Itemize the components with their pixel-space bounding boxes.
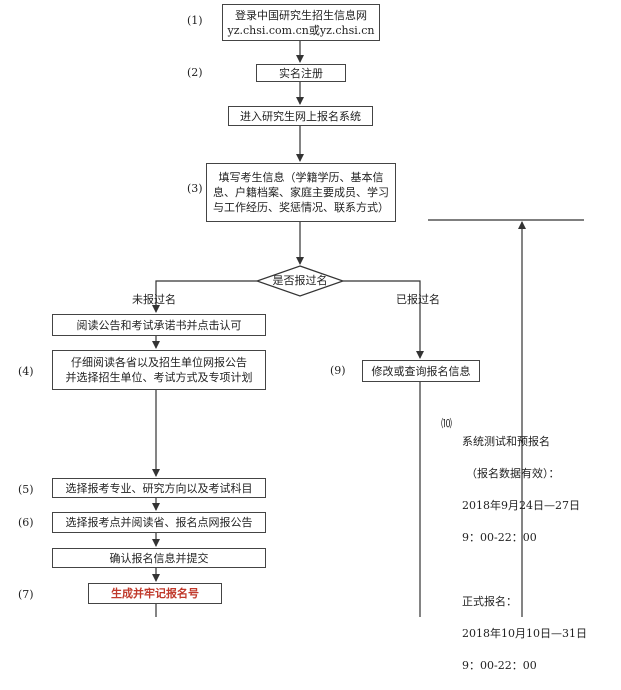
step-number-9: (9): [330, 364, 346, 377]
node-read-notice: 阅读公告和考试承诺书并点击认可: [52, 314, 266, 336]
step-number-2: (2): [187, 66, 203, 79]
step-number-4: (4): [18, 365, 34, 378]
node-choose-site: 选择报考点并阅读省、报名点网报公告: [52, 512, 266, 533]
note-line-4: 9：00-22：00: [462, 531, 537, 544]
node-fill-info: 填写考生信息（学籍学历、基本信 息、户籍档案、家庭主要成员、学习 与工作经历、奖…: [206, 163, 396, 222]
timeline-note: 系统测试和预报名 （报名数据有效）： 2018年9月24日—27日 9：00-2…: [462, 418, 612, 690]
note-spacer: [462, 562, 612, 578]
node-confirm: 确认报名信息并提交: [52, 548, 266, 568]
flow-connectors: [152, 41, 584, 617]
step-number-7: (7): [18, 588, 34, 601]
decision-diamond: [255, 265, 345, 297]
note-line-6: 2018年10月10日—31日: [462, 627, 587, 640]
note-line-2: （报名数据有效）：: [466, 467, 560, 480]
step-number-6: (6): [18, 516, 34, 529]
branch-left-line: [152, 280, 257, 313]
step-number-1: (1): [187, 14, 203, 27]
step-number-10: ⑽: [441, 417, 452, 430]
note-line-5: 正式报名：: [462, 595, 517, 608]
decision-label: 是否报过名: [272, 274, 328, 287]
branch-label-not-registered: 未报过名: [132, 293, 176, 306]
node-choose-major: 选择报考专业、研究方向以及考试科目: [52, 478, 266, 498]
node-enter-system: 进入研究生网上报名系统: [228, 106, 373, 126]
step-number-3: (3): [187, 182, 203, 195]
note-line-7: 9：00-22：00: [462, 659, 537, 672]
note-line-1: 系统测试和预报名: [462, 435, 550, 448]
branch-right-line: [343, 280, 424, 359]
node-generate: 生成并牢记报名号: [88, 583, 222, 604]
step-number-5: (5): [18, 483, 34, 496]
node-modify: 修改或查询报名信息: [362, 360, 480, 382]
node-login: 登录中国研究生招生信息网 yz.chsi.com.cn或yz.chsi.cn: [222, 4, 380, 41]
node-register: 实名注册: [256, 64, 346, 82]
branch-label-registered: 已报过名: [396, 293, 440, 306]
note-line-3: 2018年9月24日—27日: [462, 499, 580, 512]
node-read-province: 仔细阅读各省以及招生单位网报公告 并选择招生单位、考试方式及专项计划: [52, 350, 266, 390]
